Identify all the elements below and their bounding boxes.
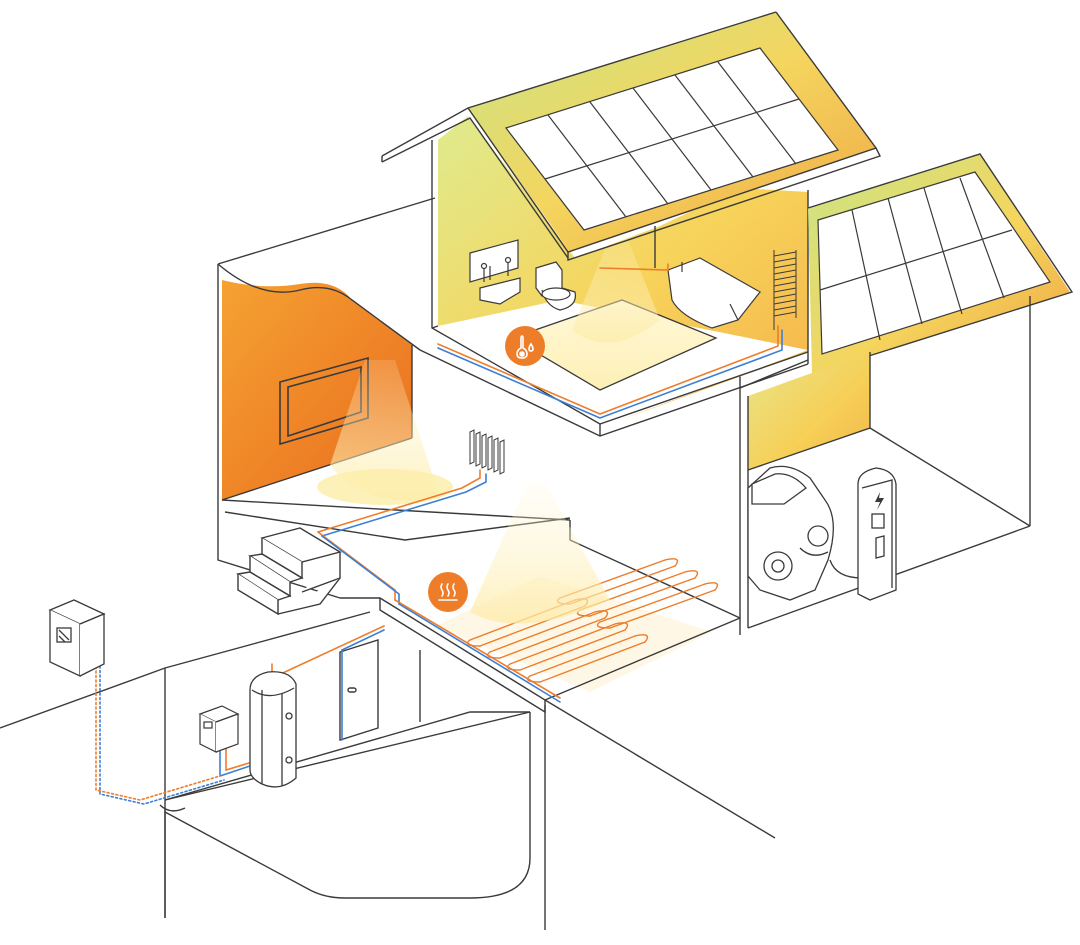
main-roof	[381, 11, 881, 261]
light-beam-lower	[470, 482, 610, 624]
thermometer-droplet-icon	[505, 326, 545, 366]
bathroom-sink	[469, 239, 521, 305]
lightning-icon	[875, 492, 884, 510]
floor-heating-icon	[428, 572, 468, 612]
heat-pump-outdoor-unit-icon	[48, 599, 106, 678]
light-beam-bath	[572, 232, 660, 343]
car-icon	[747, 465, 863, 601]
ev-charger-icon	[857, 467, 897, 601]
garage-roof	[807, 153, 1074, 374]
towel-radiator-icon	[773, 250, 797, 330]
stairs	[236, 527, 342, 616]
toilet	[535, 261, 577, 311]
solar-panel-garage-icon	[817, 171, 1051, 355]
light-beam-living	[330, 360, 440, 501]
hot-water-tank-icon	[249, 671, 297, 788]
bathtub	[666, 257, 762, 329]
basement-door	[339, 639, 379, 741]
radiator-icon	[469, 429, 505, 475]
control-box-icon	[198, 705, 240, 753]
living-room	[217, 197, 571, 599]
heating-pipes	[95, 263, 783, 805]
basement	[0, 611, 776, 930]
solar-panel-icon	[505, 47, 839, 231]
